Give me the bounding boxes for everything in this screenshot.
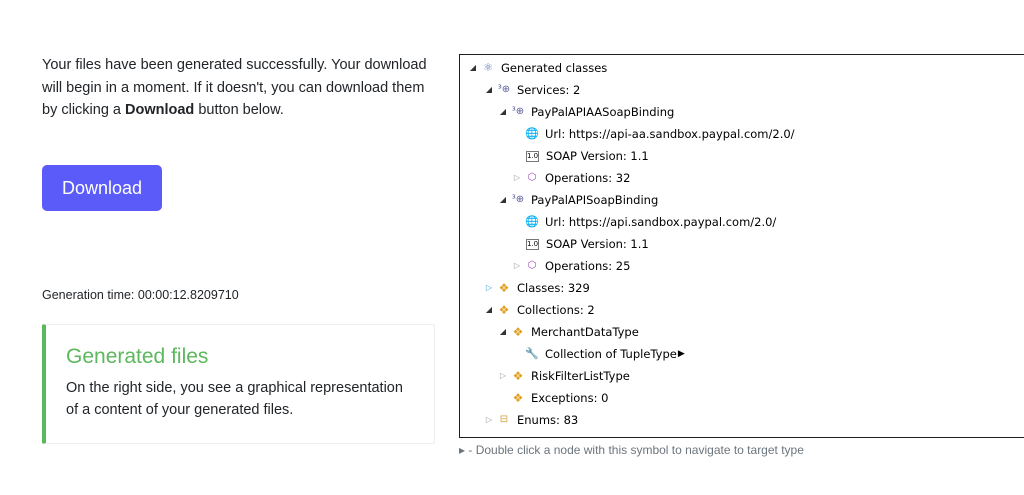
tree-node-services[interactable]: ◢ ³⊕ Services: 2 [482,79,580,101]
tree-node-root[interactable]: ◢ ⚛ Generated classes [466,57,607,79]
service-globe-icon: ³⊕ [497,84,511,95]
generated-files-card: Generated files On the right side, you s… [42,324,435,444]
tree-node-collection-of-tuple[interactable]: 🔧 Collection of TupleType ▶ [510,343,685,365]
footnote: ▸ - Double click a node with this symbol… [459,443,804,457]
card-body: On the right side, you see a graphical r… [66,380,403,418]
collapsed-triangle-icon[interactable]: ▷ [513,173,521,182]
collapsed-triangle-icon[interactable]: ▷ [499,371,507,380]
card-title: Generated files [66,345,209,368]
expanded-triangle-icon[interactable]: ◢ [499,195,507,204]
generated-classes-tree[interactable]: ◢ ⚛ Generated classes ◢ ³⊕ Services: 2 ◢… [459,54,1024,438]
expanded-triangle-icon[interactable]: ◢ [499,107,507,116]
wrench-icon: 🔧 [525,347,539,360]
intro-bold: Download [125,102,195,118]
intro-block: Your files have been generated successfu… [42,54,442,122]
url-globe-icon: 🌐 [525,215,539,228]
class-icon: ❖ [498,281,510,295]
tree-node-collections[interactable]: ◢ ❖ Collections: 2 [482,299,595,321]
operation-cube-icon: ⬡ [527,260,537,271]
intro-text: Your files have been generated successfu… [42,57,427,118]
tree-node-classes[interactable]: ▷ ❖ Classes: 329 [482,277,590,299]
class-icon: ❖ [498,303,510,317]
navigate-symbol-icon: ▸ [459,443,466,457]
expanded-triangle-icon[interactable]: ◢ [469,63,477,72]
service-globe-icon: ³⊕ [511,194,525,205]
operation-cube-icon: ⬡ [527,172,537,183]
navigate-arrow-icon[interactable]: ▶ [677,349,685,359]
tree-node-svc2-soap[interactable]: 1.0 SOAP Version: 1.1 [526,237,649,251]
class-diagram-icon: ⚛ [483,61,493,74]
generation-time: Generation time: 00:00:12.8209710 [42,288,239,302]
collapsed-triangle-icon[interactable]: ▷ [485,283,493,292]
class-icon: ❖ [512,325,524,339]
collapsed-triangle-icon[interactable]: ▷ [513,261,521,270]
expanded-triangle-icon[interactable]: ◢ [499,327,507,336]
tree-node-risk-filter-list-type[interactable]: ▷ ❖ RiskFilterListType [496,365,630,387]
tree-node-service-2[interactable]: ◢ ³⊕ PayPalAPISoapBinding [496,189,658,211]
service-globe-icon: ³⊕ [511,106,525,117]
version-badge-icon: 1.0 [526,150,539,162]
tree-node-svc1-soap[interactable]: 1.0 SOAP Version: 1.1 [526,149,649,163]
tree-node-exceptions[interactable]: ❖ Exceptions: 0 [496,387,609,409]
class-icon: ❖ [512,369,524,383]
collapsed-triangle-icon[interactable]: ▷ [485,415,493,424]
version-badge-icon: 1.0 [526,238,539,250]
url-globe-icon: 🌐 [525,127,539,140]
expanded-triangle-icon[interactable]: ◢ [485,85,493,94]
enum-icon: ⊟ [499,414,509,425]
tree-node-service-1[interactable]: ◢ ³⊕ PayPalAPIAASoapBinding [496,101,674,123]
tree-node-merchant-data-type[interactable]: ◢ ❖ MerchantDataType [496,321,639,343]
download-button[interactable]: Download [42,165,162,211]
tree-node-svc1-operations[interactable]: ▷ ⬡ Operations: 32 [510,167,630,189]
expanded-triangle-icon[interactable]: ◢ [485,305,493,314]
tree-node-svc2-operations[interactable]: ▷ ⬡ Operations: 25 [510,255,630,277]
tree-node-svc2-url[interactable]: 🌐 Url: https://api.sandbox.paypal.com/2.… [510,211,776,233]
tree-node-enums[interactable]: ▷ ⊟ Enums: 83 [482,409,578,431]
tree-node-svc1-url[interactable]: 🌐 Url: https://api-aa.sandbox.paypal.com… [510,123,794,145]
class-icon: ❖ [512,391,524,405]
